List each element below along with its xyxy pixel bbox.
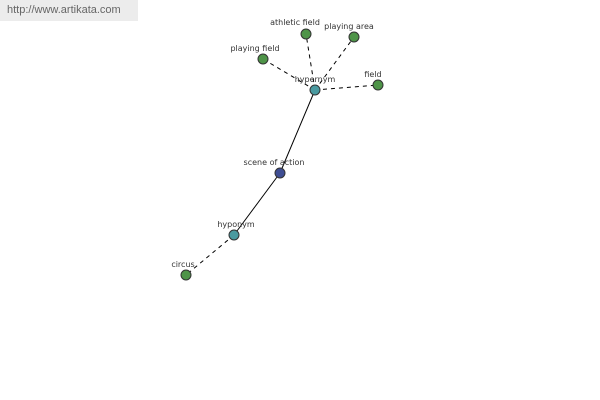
node-hyponym[interactable]	[228, 229, 240, 241]
label-hyponym: hyponym	[217, 220, 255, 229]
label-playing-area: playing area	[324, 22, 374, 31]
edge-hypernym-athletic-field	[305, 33, 316, 91]
label-center: scene of action	[244, 158, 305, 167]
node-center[interactable]	[274, 167, 286, 179]
edge-hypernym-playing-field	[262, 58, 316, 91]
label-playing-field: playing field	[230, 44, 279, 53]
edge-hyponym-circus	[185, 234, 235, 276]
label-circus: circus	[171, 260, 194, 269]
node-athletic-field[interactable]	[300, 28, 312, 40]
node-hypernym[interactable]	[309, 84, 321, 96]
label-athletic-field: athletic field	[270, 18, 320, 27]
label-hypernym: hypernym	[295, 75, 336, 84]
label-field: field	[364, 70, 381, 79]
node-playing-field[interactable]	[257, 53, 269, 65]
watermark-url: http://www.artikata.com	[0, 0, 138, 21]
node-playing-area[interactable]	[348, 31, 360, 43]
edge-center-hyponym	[233, 172, 281, 236]
edge-hypernym-playing-area	[314, 36, 355, 91]
node-circus[interactable]	[180, 269, 192, 281]
edge-hypernym-field	[314, 84, 379, 91]
node-field[interactable]	[372, 79, 384, 91]
edge-center-hypernym	[279, 89, 316, 174]
